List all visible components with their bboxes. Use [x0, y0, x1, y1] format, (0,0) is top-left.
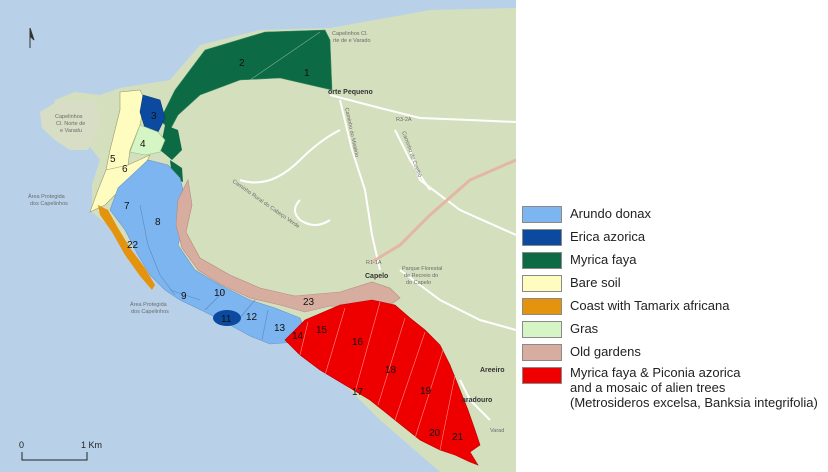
legend-swatch — [522, 252, 562, 269]
legend-label: Arundo donax — [570, 206, 651, 221]
zone-faya-piconia[interactable] — [284, 299, 481, 466]
zone-myrica-north[interactable] — [159, 29, 333, 131]
zone-number-9: 9 — [181, 291, 187, 302]
zone-number-13: 13 — [274, 323, 286, 334]
road-main — [371, 158, 516, 264]
north-arrow-icon — [29, 27, 35, 48]
legend-item: Old gardens — [520, 341, 826, 364]
scale-one: 1 Km — [81, 440, 102, 450]
zone-number-23: 23 — [303, 297, 315, 308]
zone-number-8: 8 — [155, 217, 161, 228]
legend-swatch — [522, 367, 562, 384]
zone-myrica-west[interactable] — [160, 125, 182, 160]
legend-item: Erica azorica — [520, 226, 826, 249]
zone-numbers: 1 2 3 4 5 6 7 8 9 10 11 12 13 14 15 16 1… — [110, 58, 464, 443]
label-protected-mid-2: dos Capelinhos — [131, 309, 169, 315]
zone-erica-11[interactable] — [213, 310, 241, 326]
zone-number-7: 7 — [124, 201, 130, 212]
legend-item: Coast with Tamarix africana — [520, 295, 826, 318]
label-capelo: Capelo — [365, 273, 388, 280]
label-road-r11a: R1-1A — [366, 260, 382, 266]
label-parque-3: do Capelo — [406, 280, 431, 286]
legend-item-faya-piconia: Myrica faya & Piconia azorica and a mosa… — [520, 364, 826, 424]
zone-number-16: 16 — [352, 337, 364, 348]
legend-item: Myrica faya — [520, 249, 826, 272]
zone-number-14: 14 — [292, 331, 304, 342]
legend-item: Gras — [520, 318, 826, 341]
zone-old-gardens[interactable] — [175, 179, 401, 313]
label-capelinhos-top-2: rte de e Varado — [333, 38, 371, 44]
zone-number-6: 6 — [122, 164, 128, 175]
legend-label-multi: Myrica faya & Piconia azorica and a mosa… — [570, 365, 818, 410]
legend-item: Arundo donax — [520, 203, 826, 226]
legend-line-1: Myrica faya & Piconia azorica — [570, 365, 741, 380]
legend-label: Bare soil — [570, 275, 621, 290]
zone-number-17: 17 — [352, 387, 364, 398]
label-areeiro: Areeiro — [480, 367, 505, 374]
zone-number-4: 4 — [140, 139, 146, 150]
legend-line-2: and a mosaic of alien trees — [570, 380, 726, 395]
label-varadouro: aradouro — [462, 397, 492, 404]
zone-number-18: 18 — [385, 365, 397, 376]
label-protected-left-1: Área Protegida — [28, 193, 66, 200]
zone-number-2: 2 — [239, 58, 245, 69]
zone-number-10: 10 — [214, 288, 226, 299]
legend-swatch — [522, 206, 562, 223]
zone-number-21: 21 — [452, 432, 464, 443]
label-capelinhos-top-1: Capelinhos Cl. — [332, 31, 368, 37]
roads — [239, 94, 516, 421]
legend-label: Erica azorica — [570, 229, 646, 244]
zone-number-19: 19 — [420, 386, 432, 397]
legend-swatch — [522, 298, 562, 315]
label-capelinhos-2: Cl. Norte de — [56, 121, 85, 127]
vegetation-map[interactable]: 1 2 3 4 5 6 7 8 9 10 11 12 13 14 15 16 1… — [0, 0, 516, 472]
legend-swatch — [522, 321, 562, 338]
zone-number-1: 1 — [304, 68, 310, 79]
road-south — [399, 269, 516, 331]
label-road-r224: R3-2A — [396, 117, 412, 123]
label-protected-mid-1: Área Protegida — [130, 301, 168, 308]
capelinhos-headland — [40, 100, 100, 150]
legend-label: Coast with Tamarix africana — [570, 298, 730, 313]
zone-number-22: 22 — [127, 240, 139, 251]
zone-gras[interactable] — [129, 124, 166, 156]
label-parque-2: de Recreio do — [404, 273, 438, 279]
zone-number-15: 15 — [316, 325, 328, 336]
scale-zero: 0 — [19, 440, 24, 450]
legend: Arundo donax Erica azorica Myrica faya B… — [520, 203, 826, 424]
legend-label: Myrica faya — [570, 252, 637, 267]
legend-label: Gras — [570, 321, 599, 336]
zone-number-5: 5 — [110, 154, 116, 165]
legend-item: Bare soil — [520, 272, 826, 295]
zone-number-11: 11 — [221, 314, 232, 325]
zone-number-12: 12 — [246, 312, 258, 323]
label-varad: Varad — [490, 428, 504, 434]
label-protected-left-2: dos Capelinhos — [30, 201, 68, 207]
label-parque-1: Parque Florestal — [402, 266, 442, 272]
label-capelinhos-3: e Varadu — [60, 128, 82, 134]
legend-line-3: (Metrosideros excelsa, Banksia integrifo… — [570, 395, 818, 410]
legend-swatch — [522, 275, 562, 292]
legend-label: Old gardens — [570, 344, 641, 359]
legend-swatch — [522, 344, 562, 361]
legend-swatch — [522, 229, 562, 246]
label-capelinhos-1: Capelinhos — [55, 114, 83, 120]
zone-number-3: 3 — [151, 111, 157, 122]
zone-number-20: 20 — [429, 428, 441, 439]
zone-tamarix[interactable] — [98, 205, 155, 290]
label-porto-pequeno: orte Pequeno — [328, 89, 373, 96]
scale-bar: 0 1 Km — [19, 440, 102, 461]
